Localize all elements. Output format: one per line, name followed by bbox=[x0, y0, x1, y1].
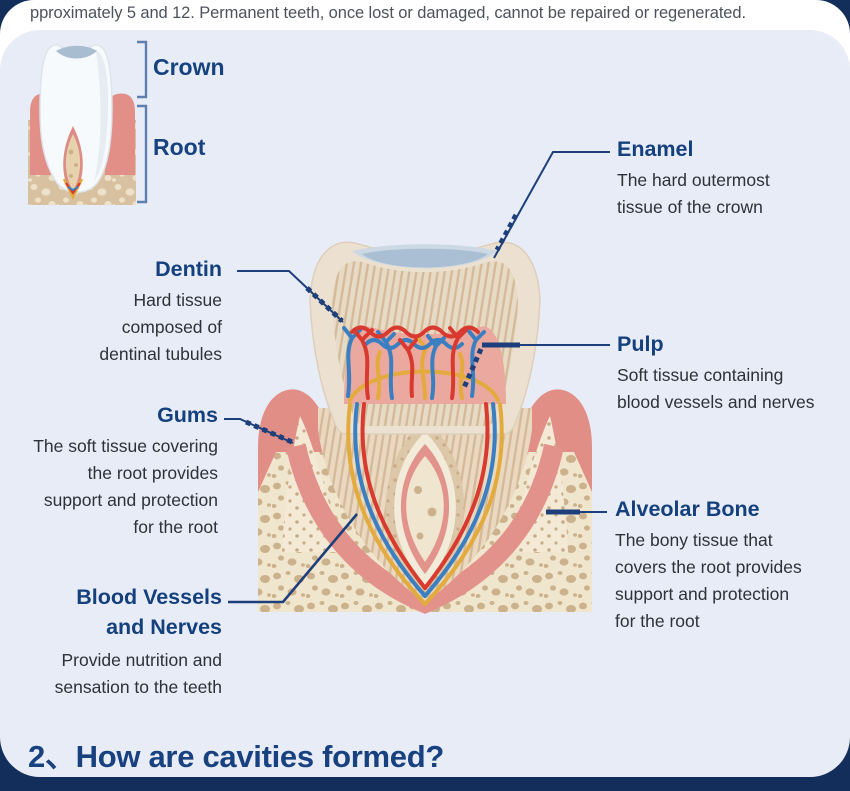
dentin-description: Hard tissue composed of dentinal tubules bbox=[99, 290, 222, 364]
dentin-label: Dentin bbox=[155, 257, 222, 281]
enamel-label: Enamel bbox=[617, 137, 694, 161]
gums-label: Gums bbox=[157, 403, 218, 427]
blood-vessels-label: Blood Vessels and Nerves bbox=[76, 585, 222, 639]
root-label: Root bbox=[153, 134, 206, 160]
pulp-label: Pulp bbox=[617, 332, 664, 356]
gums-callout: Gums The soft tissue covering the root p… bbox=[0, 402, 218, 541]
pulp-callout: Pulp Soft tissue containing blood vessel… bbox=[617, 331, 847, 416]
gums-description: The soft tissue covering the root provid… bbox=[33, 436, 218, 537]
alveolar-bone-description: The bony tissue that covers the root pro… bbox=[615, 530, 802, 631]
alveolar-bone-callout: Alveolar Bone The bony tissue that cover… bbox=[615, 496, 845, 635]
dentin-callout: Dentin Hard tissue composed of dentinal … bbox=[30, 256, 222, 368]
alveolar-bone-label: Alveolar Bone bbox=[615, 497, 760, 521]
enamel-description: The hard outermost tissue of the crown bbox=[617, 170, 770, 217]
blood-vessels-callout: Blood Vessels and Nerves Provide nutriti… bbox=[20, 582, 222, 701]
pulp-description: Soft tissue containing blood vessels and… bbox=[617, 365, 815, 412]
enamel-callout: Enamel The hard outermost tissue of the … bbox=[617, 136, 837, 221]
intro-text: pproximately 5 and 12. Permanent teeth, … bbox=[30, 4, 746, 22]
blood-vessels-description: Provide nutrition and sensation to the t… bbox=[54, 650, 222, 697]
section-heading: 2、How are cavities formed? bbox=[28, 739, 445, 774]
crown-label: Crown bbox=[153, 54, 225, 80]
